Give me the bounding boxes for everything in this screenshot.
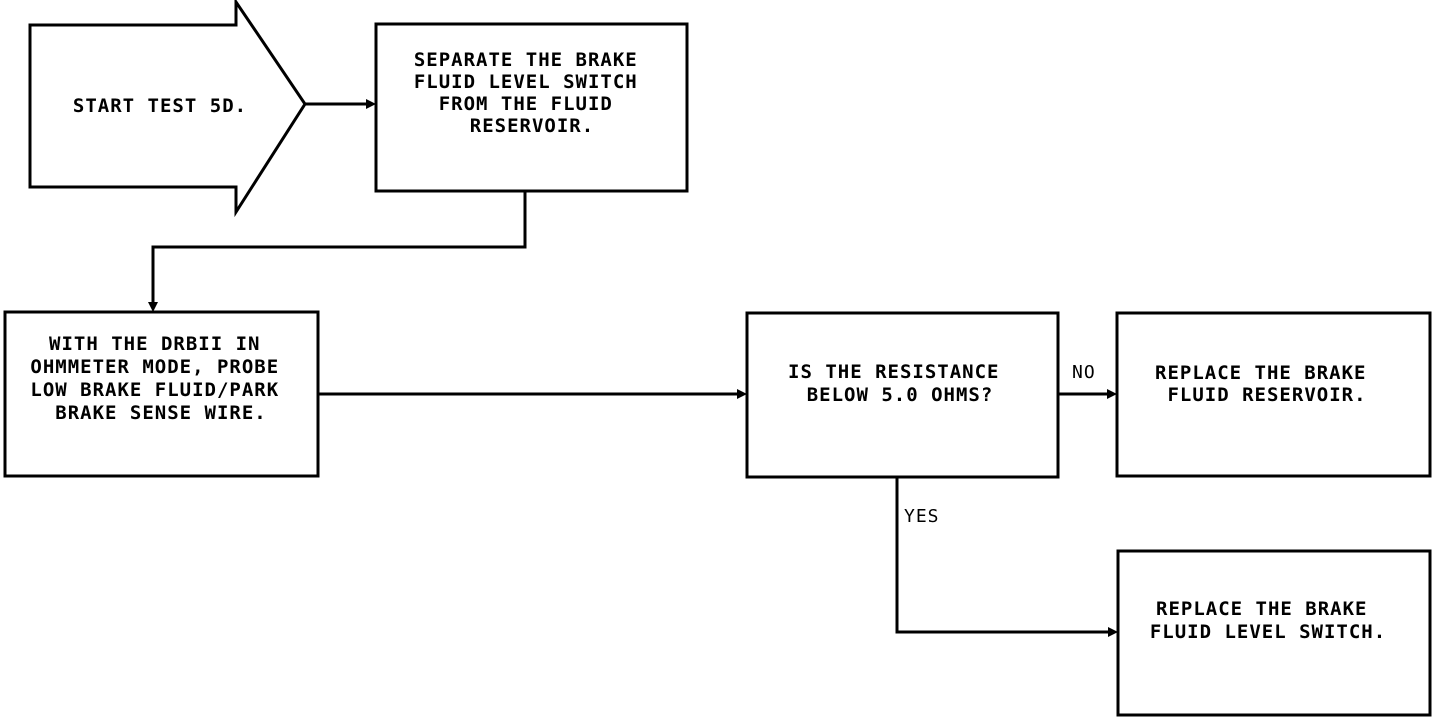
replace-reservoir-line: REPLACE THE BRAKE: [1155, 362, 1366, 384]
connector-separate-to-probe: [148, 191, 527, 312]
branch-label-yes: YES: [904, 506, 940, 527]
separate-switch-text: SEPARATE THE BRAKE FLUID LEVEL SWITCH FR…: [414, 49, 650, 137]
probe-text: WITH THE DRBII IN OHMMETER MODE, PROBE L…: [30, 333, 291, 424]
replace-switch-text: REPLACE THE BRAKE FLUID LEVEL SWITCH.: [1150, 598, 1386, 643]
replace-reservoir-box: [1115, 311, 1432, 478]
replace-reservoir-line: FLUID RESERVOIR.: [1167, 384, 1366, 406]
arrowhead-icon: [366, 99, 376, 109]
connector-line: [151, 191, 527, 303]
separate-switch-line: SEPARATE THE BRAKE: [414, 49, 638, 71]
start-text-line: START TEST 5D.: [73, 95, 247, 117]
connector-decision-yes: YES: [895, 477, 1118, 637]
branch-label-no: NO: [1072, 362, 1096, 383]
replace-reservoir-text: REPLACE THE BRAKE FLUID RESERVOIR.: [1155, 362, 1379, 406]
probe-line: LOW BRAKE FLUID/PARK: [30, 379, 279, 401]
replace-switch-line: FLUID LEVEL SWITCH.: [1150, 621, 1386, 643]
replace-reservoir-node: REPLACE THE BRAKE FLUID RESERVOIR.: [1115, 311, 1432, 478]
connector-probe-to-decision: [318, 389, 747, 399]
connector-decision-no: NO: [1058, 362, 1117, 399]
separate-switch-node: SEPARATE THE BRAKE FLUID LEVEL SWITCH FR…: [374, 22, 689, 193]
replace-switch-node: REPLACE THE BRAKE FLUID LEVEL SWITCH.: [1116, 549, 1432, 717]
resistance-decision-node: IS THE RESISTANCE BELOW 5.0 OHMS?: [745, 311, 1060, 479]
separate-switch-line: FLUID LEVEL SWITCH: [414, 71, 638, 93]
resistance-decision-line: IS THE RESISTANCE: [788, 361, 999, 383]
start-arrow-shape: [28, 0, 307, 218]
probe-line: BRAKE SENSE WIRE.: [55, 402, 266, 424]
start-node: START TEST 5D.: [28, 0, 307, 218]
probe-node: WITH THE DRBII IN OHMMETER MODE, PROBE L…: [3, 310, 320, 478]
arrowhead-icon: [1108, 627, 1118, 637]
resistance-decision-box: [745, 311, 1060, 479]
separate-switch-line: RESERVOIR.: [470, 115, 594, 137]
replace-switch-line: REPLACE THE BRAKE: [1156, 598, 1367, 620]
resistance-decision-line: BELOW 5.0 OHMS?: [807, 384, 994, 406]
separate-switch-box: [374, 22, 689, 193]
resistance-decision-text: IS THE RESISTANCE BELOW 5.0 OHMS?: [788, 361, 1012, 406]
connector-start-to-separate: [305, 99, 376, 109]
arrowhead-icon: [737, 389, 747, 399]
probe-line: WITH THE DRBII IN: [49, 333, 260, 355]
connector-line: [895, 477, 1110, 634]
replace-switch-box: [1116, 549, 1432, 717]
arrowhead-icon: [1107, 389, 1117, 399]
start-text: START TEST 5D.: [73, 95, 247, 117]
probe-line: OHMMETER MODE, PROBE: [30, 356, 279, 378]
separate-switch-line: FROM THE FLUID: [439, 93, 613, 115]
arrowhead-icon: [148, 302, 158, 312]
probe-box: [3, 310, 320, 478]
